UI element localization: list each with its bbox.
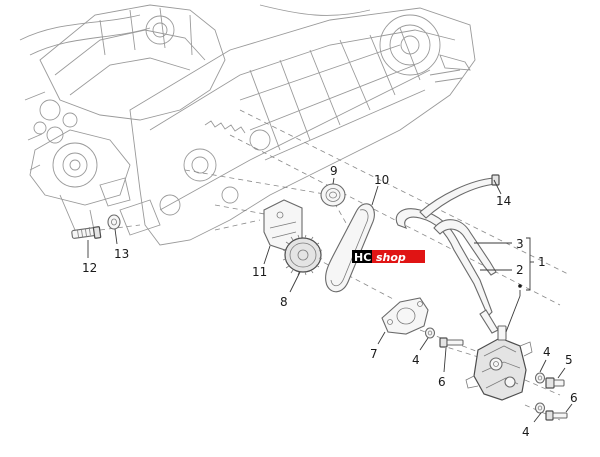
part-14-hose-clamp — [419, 174, 500, 219]
callout-7: 7 — [370, 347, 378, 361]
part-4-washer-a — [424, 327, 436, 339]
leader-lines — [87, 177, 573, 423]
callout-13: 13 — [114, 247, 129, 261]
callout-6b: 6 — [570, 391, 578, 405]
part-2-hose — [433, 219, 499, 334]
part-6-bolt-b — [545, 410, 568, 421]
callout-3: 3 — [516, 237, 524, 251]
part-9-bearing — [320, 183, 346, 207]
part-5-bolt — [545, 377, 565, 389]
callout-8: 8 — [280, 295, 288, 309]
part-4-washer-b — [534, 372, 546, 384]
part-4-washer-c — [534, 402, 546, 414]
callout-12: 12 — [82, 261, 97, 275]
callout-4a: 4 — [412, 353, 420, 367]
callout-2: 2 — [516, 263, 524, 277]
callout-1: 1 — [538, 255, 546, 269]
callout-5: 5 — [565, 353, 573, 367]
callout-4c: 4 — [522, 425, 530, 439]
callout-14: 14 — [496, 194, 511, 208]
part-7-gasket — [381, 297, 429, 335]
callout-4b: 4 — [543, 345, 551, 359]
callout-labels: 12 13 9 10 11 8 7 4 6 4 5 4 6 14 3 2 1 — [82, 164, 578, 439]
part-6-bolt-a — [439, 337, 464, 348]
part-10-belt — [325, 203, 375, 293]
watermark-shop: shop — [376, 251, 406, 264]
callout-9: 9 — [330, 164, 338, 178]
callout-6a: 6 — [438, 375, 446, 389]
callout-1-dot — [518, 284, 522, 288]
engine-crankcase — [19, 4, 476, 246]
part-8-gear — [282, 234, 323, 276]
part-12-screw — [71, 226, 102, 239]
watermark-hc: HC — [354, 251, 371, 264]
part-13-washer — [107, 214, 121, 230]
callout-11: 11 — [252, 265, 267, 279]
hcshop-watermark-logo: HC shop — [352, 250, 425, 264]
callout-10: 10 — [374, 173, 389, 187]
part-1-pump-assembly — [465, 325, 533, 401]
